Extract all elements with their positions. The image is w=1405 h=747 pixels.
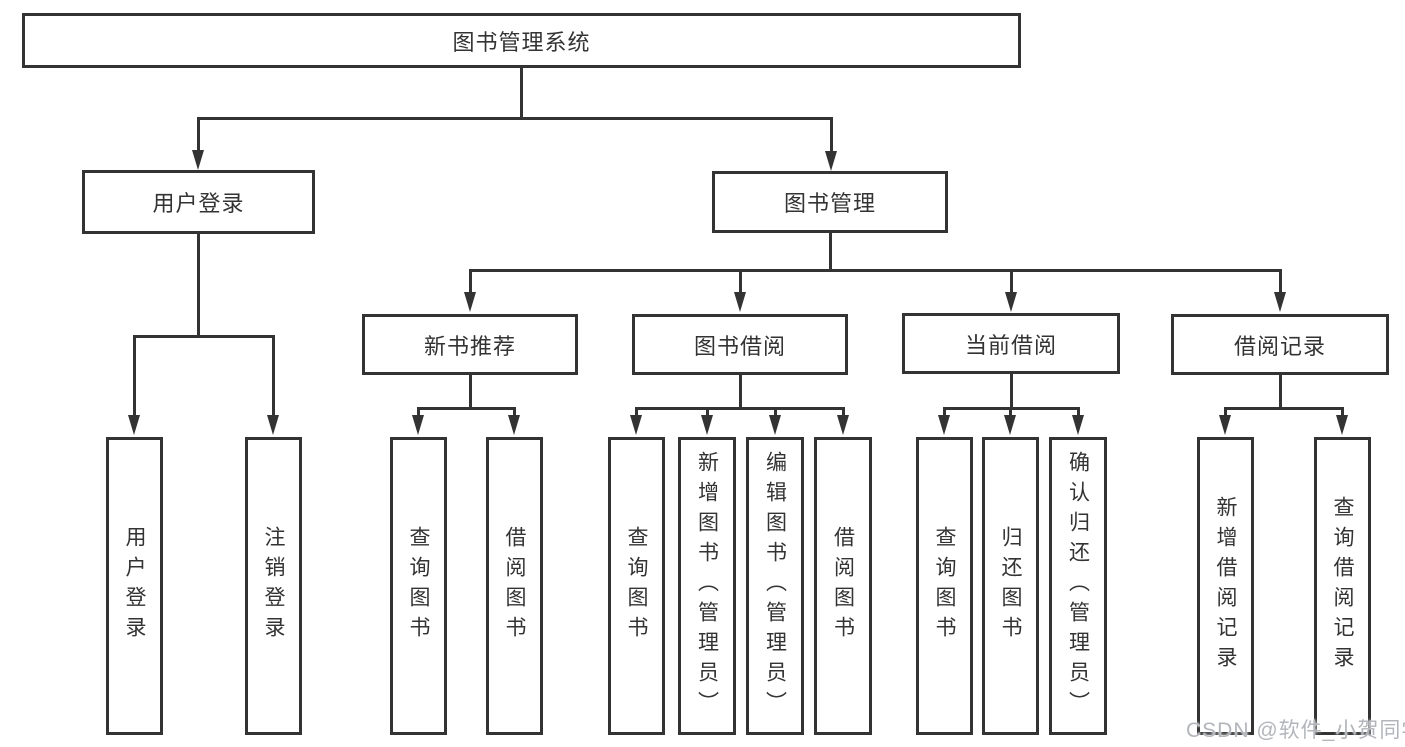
connector-line [133, 334, 275, 338]
leaf-logout-label: 注销登录 [262, 526, 285, 646]
connector-line [468, 373, 472, 410]
arrow-down-icon [1071, 415, 1084, 435]
connector-line [197, 116, 200, 153]
arrow-down-icon [733, 292, 746, 312]
leaf-recommend-query-books: 查询图书 [390, 437, 447, 735]
leaf-recommend-query-books-label: 查询图书 [407, 526, 430, 646]
connector-line [635, 407, 845, 410]
connector-line [738, 269, 742, 296]
connector-line [468, 269, 472, 296]
connector-line [1224, 407, 1344, 410]
node-user-login: 用户登录 [82, 170, 315, 234]
node-user-login-label: 用户登录 [152, 191, 245, 216]
node-borrowing-records: 借阅记录 [1171, 314, 1389, 375]
node-book-borrowing: 图书借阅 [632, 314, 848, 375]
arrow-down-icon [192, 150, 204, 170]
leaf-borrowing-borrow-books-label: 借阅图书 [831, 526, 855, 646]
node-book-borrowing-label: 图书借阅 [693, 333, 786, 359]
arrow-down-icon [700, 415, 713, 435]
arrow-down-icon [508, 415, 520, 435]
leaf-current-query-books-label: 查询图书 [933, 526, 956, 646]
arrow-down-icon [768, 415, 781, 435]
connector-line [1009, 373, 1013, 410]
arrow-down-icon [463, 292, 476, 312]
arrow-down-icon [1004, 415, 1016, 435]
connector-line [513, 407, 516, 419]
leaf-return-books: 归还图书 [982, 437, 1039, 735]
connector-line [519, 66, 523, 120]
connector-line [417, 407, 516, 410]
connector-line [133, 334, 136, 419]
connector-line [828, 231, 832, 272]
node-book-management: 图书管理 [712, 171, 948, 233]
leaf-user-login-label: 用户登录 [123, 526, 146, 646]
arrow-down-icon [1004, 292, 1017, 312]
connector-line [272, 334, 275, 419]
leaf-add-books-admin: 新增图书（管理员） [678, 437, 736, 735]
connector-line [705, 407, 709, 419]
arrow-down-icon [824, 151, 837, 171]
connector-line [738, 373, 742, 410]
leaf-add-borrow-record-label: 新增借阅记录 [1214, 496, 1237, 676]
leaf-recommend-borrow-books-label: 借阅图书 [503, 526, 526, 646]
leaf-user-login: 用户登录 [106, 437, 163, 735]
leaf-add-borrow-record: 新增借阅记录 [1197, 437, 1254, 735]
connector-line [1278, 373, 1282, 410]
leaf-edit-books-admin: 编辑图书（管理员） [746, 437, 804, 735]
node-current-borrowing: 当前借阅 [902, 313, 1120, 374]
leaf-borrowing-query-books: 查询图书 [608, 437, 665, 735]
node-root: 图书管理系统 [22, 13, 1021, 68]
csdn-watermark: CSDN @软件_小贺同学 [1186, 719, 1405, 742]
leaf-query-borrow-record-label: 查询借阅记录 [1331, 496, 1354, 676]
connector-line [1278, 269, 1282, 296]
leaf-return-books-label: 归还图书 [999, 526, 1022, 646]
node-root-label: 图书管理系统 [452, 29, 591, 55]
arrow-down-icon [1219, 415, 1231, 435]
connector-line [417, 407, 420, 419]
leaf-recommend-borrow-books: 借阅图书 [486, 437, 543, 735]
leaf-borrowing-borrow-books: 借阅图书 [814, 437, 872, 735]
arrow-down-icon [630, 415, 642, 435]
arrow-down-icon [412, 415, 424, 435]
leaf-borrowing-query-books-label: 查询图书 [625, 526, 648, 646]
connector-line [635, 407, 638, 419]
connector-line [197, 232, 200, 338]
node-borrowing-records-label: 借阅记录 [1233, 333, 1326, 359]
arrow-down-icon [1273, 292, 1286, 312]
connector-line [829, 116, 833, 154]
connector-line [468, 269, 1282, 272]
node-current-borrowing-label: 当前借阅 [964, 332, 1057, 358]
arrow-down-icon [938, 415, 950, 435]
connector-line [841, 407, 845, 419]
node-new-book-recommend: 新书推荐 [362, 314, 578, 375]
node-new-book-recommend-label: 新书推荐 [423, 333, 516, 359]
connector-line [773, 407, 777, 419]
arrow-down-icon [836, 415, 849, 435]
leaf-query-borrow-record: 查询借阅记录 [1314, 437, 1371, 735]
leaf-current-query-books: 查询图书 [916, 437, 973, 735]
node-book-management-label: 图书管理 [783, 191, 876, 216]
arrow-down-icon [128, 415, 140, 435]
arrow-down-icon [1336, 415, 1348, 435]
arrow-down-icon [267, 415, 279, 435]
connector-line [1341, 407, 1344, 419]
leaf-confirm-return-admin: 确认归还（管理员） [1049, 437, 1107, 735]
leaf-edit-books-admin-label: 编辑图书（管理员） [763, 451, 787, 721]
connector-line [197, 116, 833, 120]
connector-line [1009, 407, 1012, 419]
connector-line [1076, 407, 1080, 419]
leaf-confirm-return-admin-label: 确认归还（管理员） [1066, 451, 1090, 721]
connector-line [1224, 407, 1227, 419]
leaf-add-books-admin-label: 新增图书（管理员） [695, 451, 719, 721]
leaf-logout: 注销登录 [245, 437, 302, 735]
connector-line [943, 407, 946, 419]
connector-line [1009, 269, 1013, 296]
